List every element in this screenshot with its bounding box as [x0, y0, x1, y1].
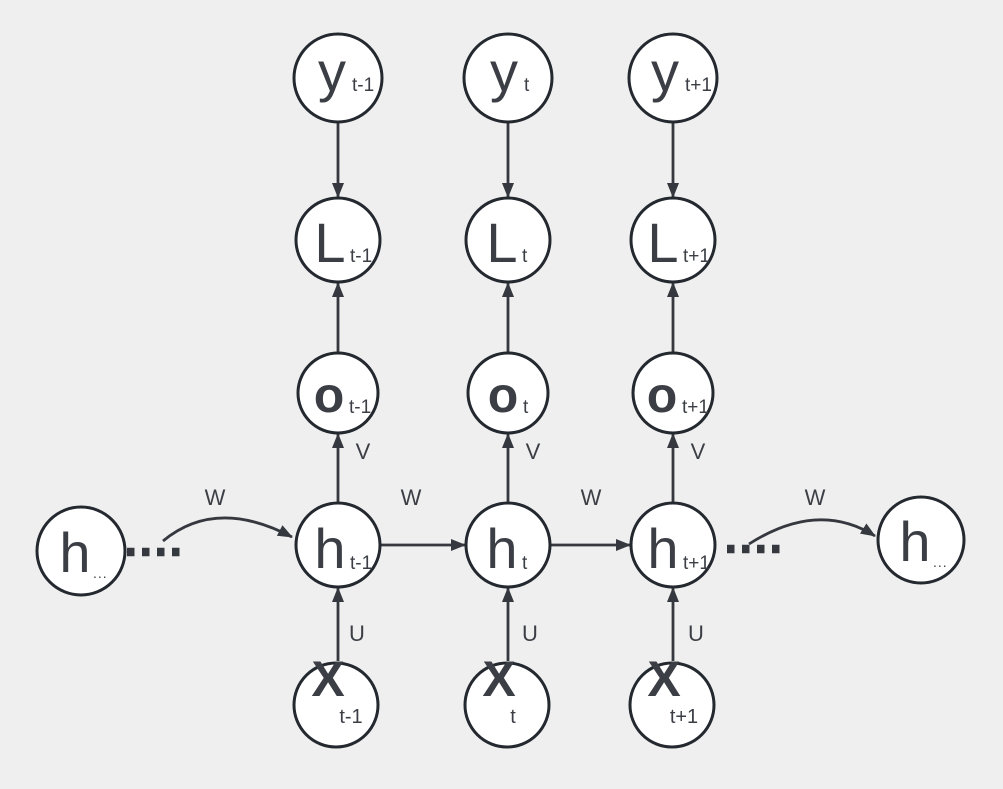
- node-x-t-circle: [463, 661, 551, 749]
- node-h-right-label: h: [899, 510, 930, 573]
- node-x-t-1-subscript: t-1: [339, 706, 362, 728]
- node-x-t-1: X t-1: [292, 651, 380, 749]
- node-o-t-1-circle: [296, 351, 380, 435]
- node-y-t-1-label: y: [318, 40, 346, 103]
- node-h-left-ellipsis: h ...: [35, 505, 127, 597]
- weight-label-w-mid1: W: [401, 485, 422, 510]
- weight-label-u-tm1: U: [349, 621, 365, 646]
- weight-label-u-t: U: [522, 621, 538, 646]
- node-o-t-circle: [466, 351, 550, 435]
- node-x-t-label: X: [482, 651, 515, 707]
- node-h-right-subscript: ...: [933, 554, 948, 570]
- node-o-t: o t: [466, 351, 550, 435]
- node-h-t+1-subscript: t+1: [683, 553, 710, 574]
- node-h-t-1-circle: [294, 501, 382, 589]
- node-y-t-1-subscript: t-1: [352, 75, 374, 96]
- weight-label-w-mid2: W: [581, 485, 602, 510]
- node-h-t+1: h t+1: [629, 501, 717, 589]
- node-h-t+1-label: h: [647, 517, 678, 580]
- node-l-t-1-label: L: [314, 211, 345, 274]
- weight-label-v-t: V: [526, 439, 541, 464]
- node-y-t+1: y t+1: [627, 32, 719, 124]
- node-h-t-circle: [464, 501, 552, 589]
- node-h-t-1-subscript: t-1: [350, 553, 372, 574]
- edge-h-tp1-to-h-right-curve: [748, 518, 876, 546]
- node-h-t: h t: [464, 501, 552, 589]
- node-l-t+1-circle: [629, 196, 717, 284]
- node-x-t-subscript: t: [510, 706, 516, 728]
- weight-label-w-right: W: [805, 485, 826, 510]
- node-h-t-1: h t-1: [294, 501, 382, 589]
- node-h-t-subscript: t: [522, 553, 528, 574]
- node-l-t-subscript: t: [522, 246, 528, 267]
- node-y-t+1-circle: [627, 32, 719, 124]
- node-l-t: L t: [464, 196, 552, 284]
- node-h-t+1-circle: [629, 501, 717, 589]
- node-o-t+1: o t+1: [631, 351, 715, 435]
- node-h-t-1-label: h: [314, 517, 345, 580]
- node-y-t: y t: [462, 32, 554, 124]
- node-l-t-1: L t-1: [294, 196, 382, 284]
- edge-h-left-to-h-tm1-curve: [162, 516, 293, 543]
- node-y-t-1-circle: [292, 32, 384, 124]
- node-l-t-1-subscript: t-1: [350, 246, 372, 267]
- node-h-right-circle: [876, 495, 966, 585]
- node-l-t-circle: [464, 196, 552, 284]
- node-h-left-label: h: [59, 521, 90, 584]
- node-x-t-1-label: X: [311, 651, 344, 707]
- node-h-t-label: h: [486, 517, 517, 580]
- node-x-t+1-circle: [628, 661, 716, 749]
- node-o-t-1-subscript: t-1: [349, 397, 371, 418]
- node-o-t+1-subscript: t+1: [682, 397, 709, 418]
- node-o-t-label: o: [488, 367, 519, 423]
- weight-label-w-left: W: [205, 485, 226, 510]
- node-x-t+1-subscript: t+1: [670, 706, 698, 728]
- node-l-t+1: L t+1: [629, 196, 717, 284]
- node-y-t-circle: [462, 32, 554, 124]
- node-h-left-circle: [35, 505, 127, 597]
- node-l-t-1-circle: [294, 196, 382, 284]
- node-x-t+1-label: X: [647, 651, 680, 707]
- node-x-t-1-circle: [292, 661, 380, 749]
- node-o-t+1-circle: [631, 351, 715, 435]
- weight-label-u-tp1: U: [688, 621, 704, 646]
- node-x-t+1: X t+1: [628, 651, 716, 749]
- node-y-t-1: y t-1: [292, 32, 384, 124]
- node-o-t-1-label: o: [314, 367, 345, 423]
- weight-label-v-tp1: V: [691, 439, 706, 464]
- node-o-t-subscript: t: [523, 397, 529, 418]
- node-h-left-subscript: ...: [93, 565, 108, 581]
- node-l-t+1-label: L: [647, 211, 678, 274]
- node-l-t+1-subscript: t+1: [683, 246, 710, 267]
- node-y-t+1-subscript: t+1: [685, 75, 712, 96]
- node-x-t: X t: [463, 651, 551, 749]
- node-y-t-subscript: t: [524, 75, 530, 96]
- node-y-t+1-label: y: [651, 40, 679, 103]
- node-o-t+1-label: o: [647, 367, 678, 423]
- node-y-t-label: y: [490, 40, 518, 103]
- node-o-t-1: o t-1: [296, 351, 380, 435]
- node-l-t-label: L: [486, 211, 517, 274]
- node-h-right-ellipsis: h ...: [876, 495, 966, 585]
- weight-label-v-tm1: V: [356, 439, 371, 464]
